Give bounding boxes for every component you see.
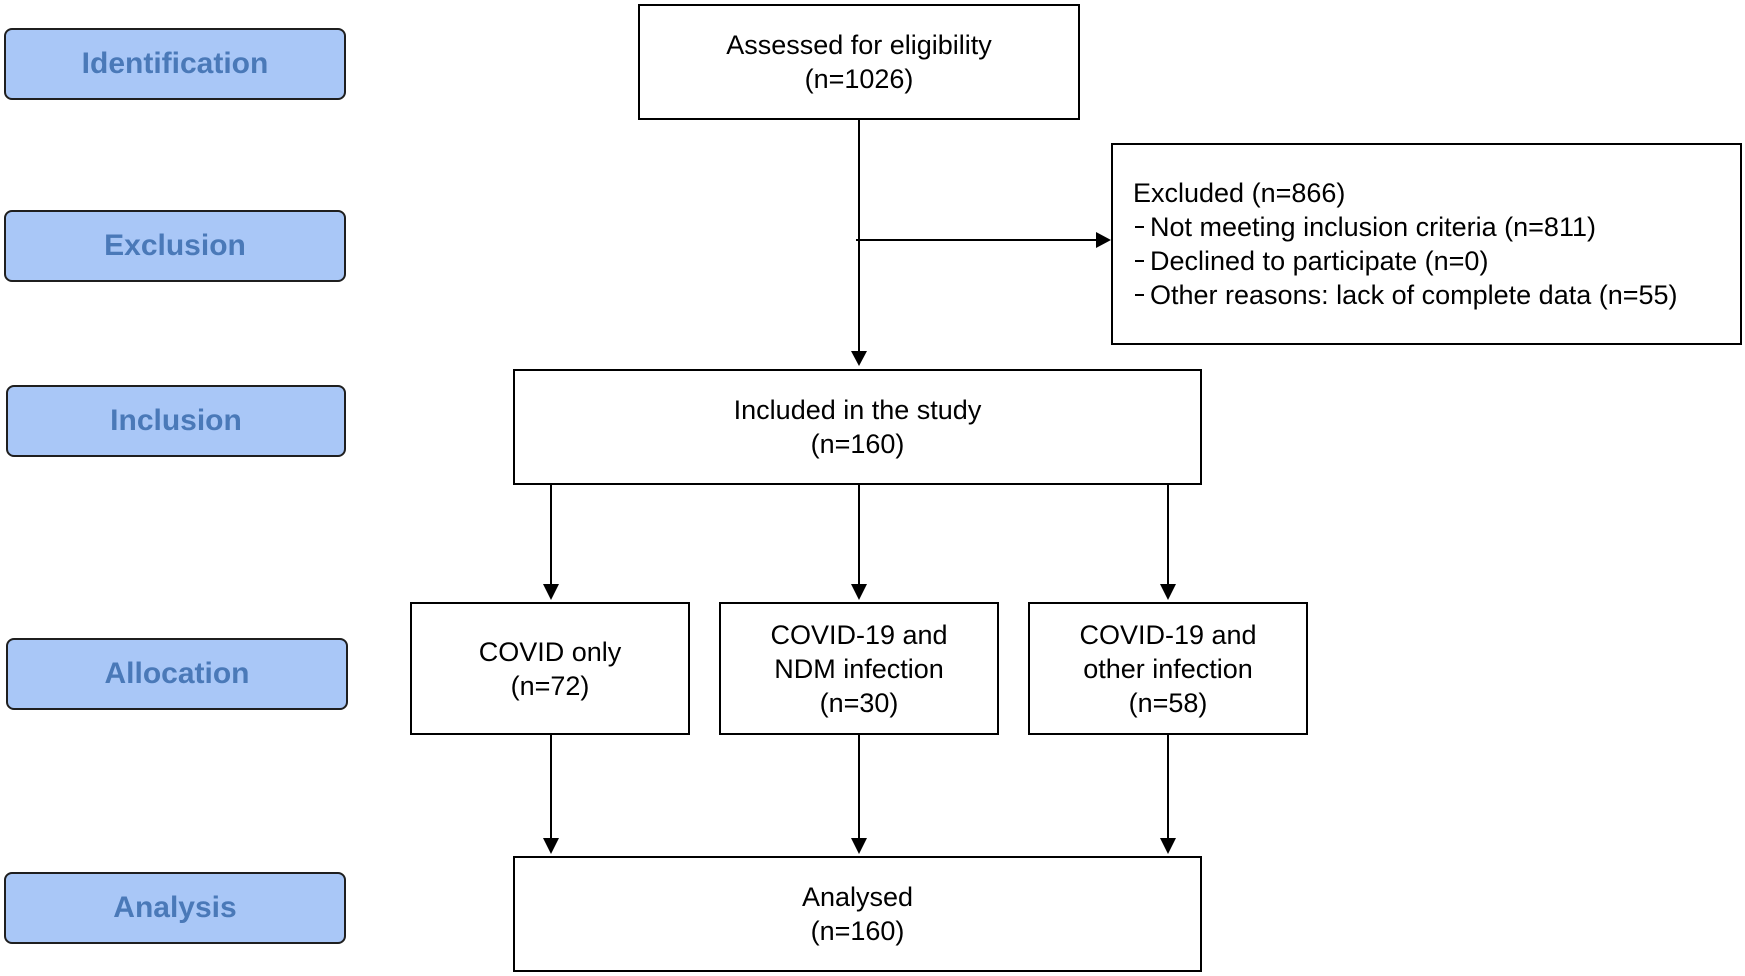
arrowhead (851, 584, 867, 600)
group-line: COVID-19 and (770, 619, 948, 650)
group-count: (n=58) (1128, 687, 1208, 718)
excluded-item-text: Other reasons: lack of complete data (n=… (1150, 280, 1678, 310)
included-box: Included in the study (n=160) (513, 369, 1202, 485)
arrowhead (1160, 584, 1176, 600)
arrowhead (543, 584, 559, 600)
stage-allocation: Allocation (6, 638, 348, 710)
stage-analysis: Analysis (4, 872, 346, 944)
analysed-box: Analysed (n=160) (513, 856, 1202, 972)
dash-bullet (1135, 226, 1144, 228)
stage-exclusion: Exclusion (4, 210, 346, 282)
group-box-ndm: COVID-19 and NDM infection (n=30) (719, 602, 999, 735)
excluded-box: Excluded (n=866) Not meeting inclusion c… (1111, 143, 1742, 345)
included-label: Included in the study (733, 395, 982, 425)
arrowhead (543, 838, 559, 854)
stage-identification: Identification (4, 28, 346, 100)
excluded-item: Other reasons: lack of complete data (n=… (1133, 278, 1678, 312)
excluded-item: Declined to participate (n=0) (1133, 244, 1488, 278)
arrowhead (1160, 838, 1176, 854)
group-count: (n=72) (510, 670, 590, 701)
group-box-covid-only: COVID only (n=72) (410, 602, 690, 735)
included-count: (n=160) (810, 429, 905, 459)
group-line: COVID only (478, 636, 622, 667)
group-line: COVID-19 and (1079, 619, 1257, 650)
excluded-item-text: Not meeting inclusion criteria (n=811) (1150, 212, 1596, 242)
group-box-other: COVID-19 and other infection (n=58) (1028, 602, 1308, 735)
assessed-label: Assessed for eligibility (726, 30, 992, 60)
dash-bullet (1135, 260, 1144, 262)
excluded-item-text: Declined to participate (n=0) (1150, 246, 1489, 276)
dash-bullet (1135, 294, 1144, 296)
group-count: (n=30) (819, 687, 899, 718)
group-line: NDM infection (774, 653, 944, 684)
excluded-item: Not meeting inclusion criteria (n=811) (1133, 210, 1596, 244)
analysed-label: Analysed (801, 882, 914, 912)
assessed-count: (n=1026) (804, 64, 914, 94)
group-line: other infection (1083, 653, 1253, 684)
stage-inclusion: Inclusion (6, 385, 346, 457)
arrowhead (1096, 232, 1111, 248)
excluded-title: Excluded (n=866) (1133, 178, 1346, 208)
assessed-box: Assessed for eligibility (n=1026) (638, 4, 1080, 120)
arrowhead (851, 838, 867, 854)
arrowhead (851, 351, 867, 366)
analysed-count: (n=160) (810, 916, 905, 946)
